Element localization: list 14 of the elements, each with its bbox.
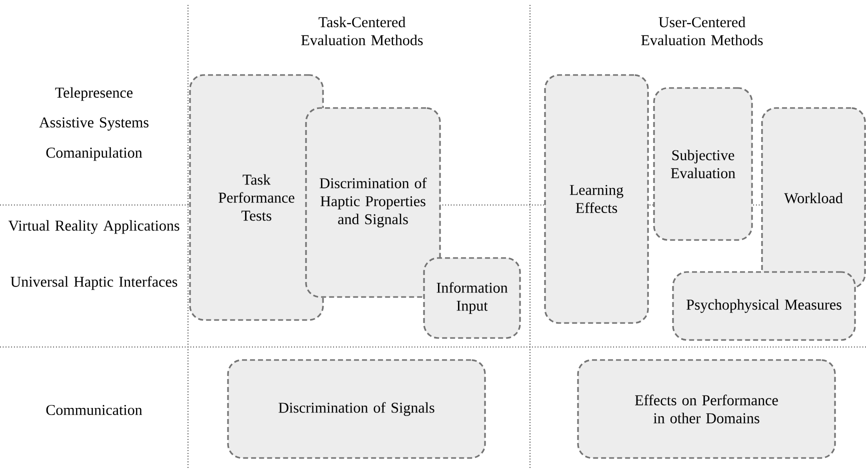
- column-heading: Task-Centered Evaluation Methods: [301, 16, 423, 46]
- row-label: Telepresence: [55, 87, 133, 101]
- method-box: Information Input: [423, 257, 521, 339]
- method-box: Effects on Performance in other Domains: [577, 359, 836, 459]
- method-box: Subjective Evaluation: [653, 87, 753, 241]
- row-label: Communication: [46, 404, 142, 416]
- method-box: Workload: [761, 107, 866, 289]
- method-box: Learning Effects: [544, 74, 649, 324]
- column-heading: User-Centered Evaluation Methods: [641, 16, 763, 46]
- node-label: Workload: [784, 192, 843, 204]
- row-label: Assistive Systems: [39, 117, 148, 131]
- method-box: Psychophysical Measures: [672, 271, 856, 341]
- row-label: Comanipulation: [46, 147, 142, 161]
- method-box: Discrimination of Signals: [227, 359, 486, 459]
